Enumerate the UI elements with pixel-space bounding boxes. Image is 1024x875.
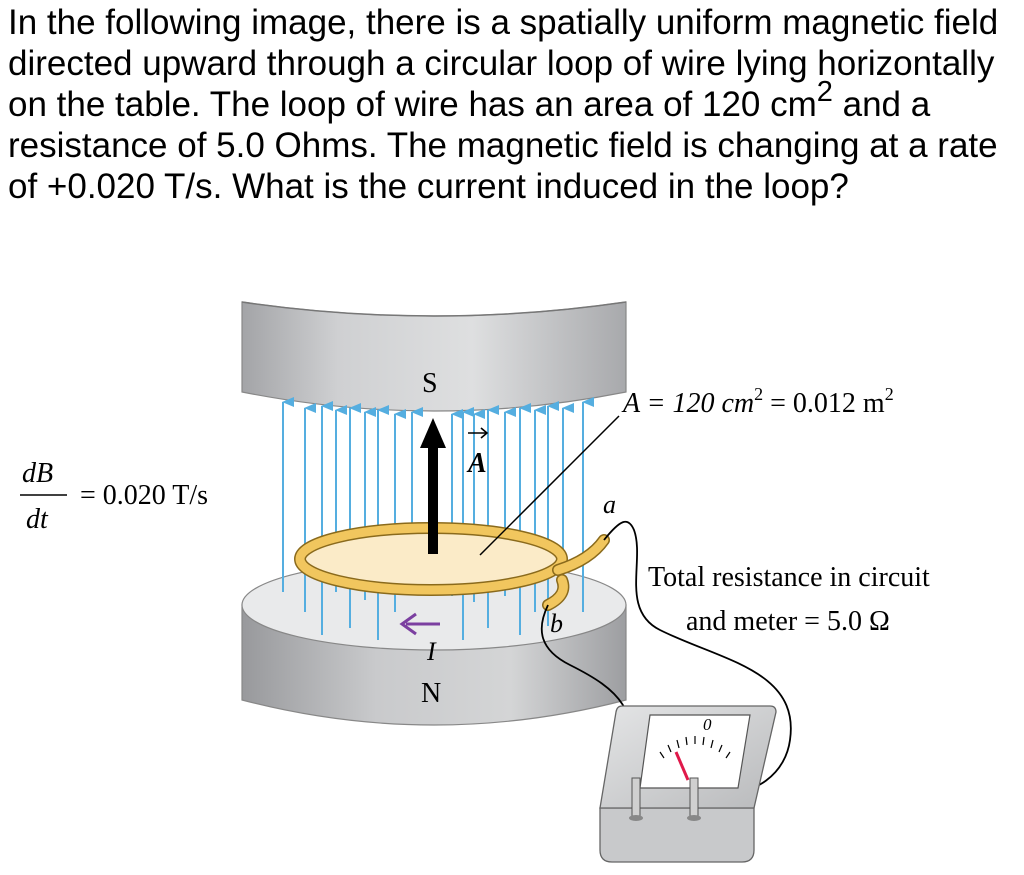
question-text: In the following image, there is a spati…: [8, 3, 999, 206]
terminal-a-label: a: [603, 490, 616, 519]
meter-needle: [674, 751, 690, 781]
north-pole-label: N: [421, 678, 441, 709]
resistance-line-1: Total resistance in circuit: [648, 562, 930, 593]
area-vector-arrow: [420, 418, 446, 554]
area-vector-label: A: [466, 448, 487, 479]
south-pole-label: S: [422, 368, 438, 399]
terminal-b-label: b: [550, 609, 563, 638]
meter-zero-label: 0: [703, 715, 712, 734]
vector-over-arrow: [468, 427, 489, 439]
area-pointer-line: [479, 415, 620, 556]
faraday-law-diagram: S N A: [20, 301, 930, 863]
rate-of-change-label: dB dt = 0.020 T/s: [20, 458, 208, 535]
question-superscript: 2: [816, 76, 833, 109]
current-arrow: [399, 612, 440, 636]
rate-denominator: dt: [26, 504, 49, 535]
wire-loop: [294, 522, 610, 611]
galvanometer: [599, 705, 777, 863]
rate-numerator: dB: [22, 458, 53, 489]
area-equation: A = 120 cm2 = 0.012 m2: [621, 384, 894, 419]
rate-value: = 0.020 T/s: [80, 480, 208, 511]
resistance-line-2: and meter = 5.0 Ω: [686, 606, 890, 637]
current-label: I: [426, 637, 437, 666]
